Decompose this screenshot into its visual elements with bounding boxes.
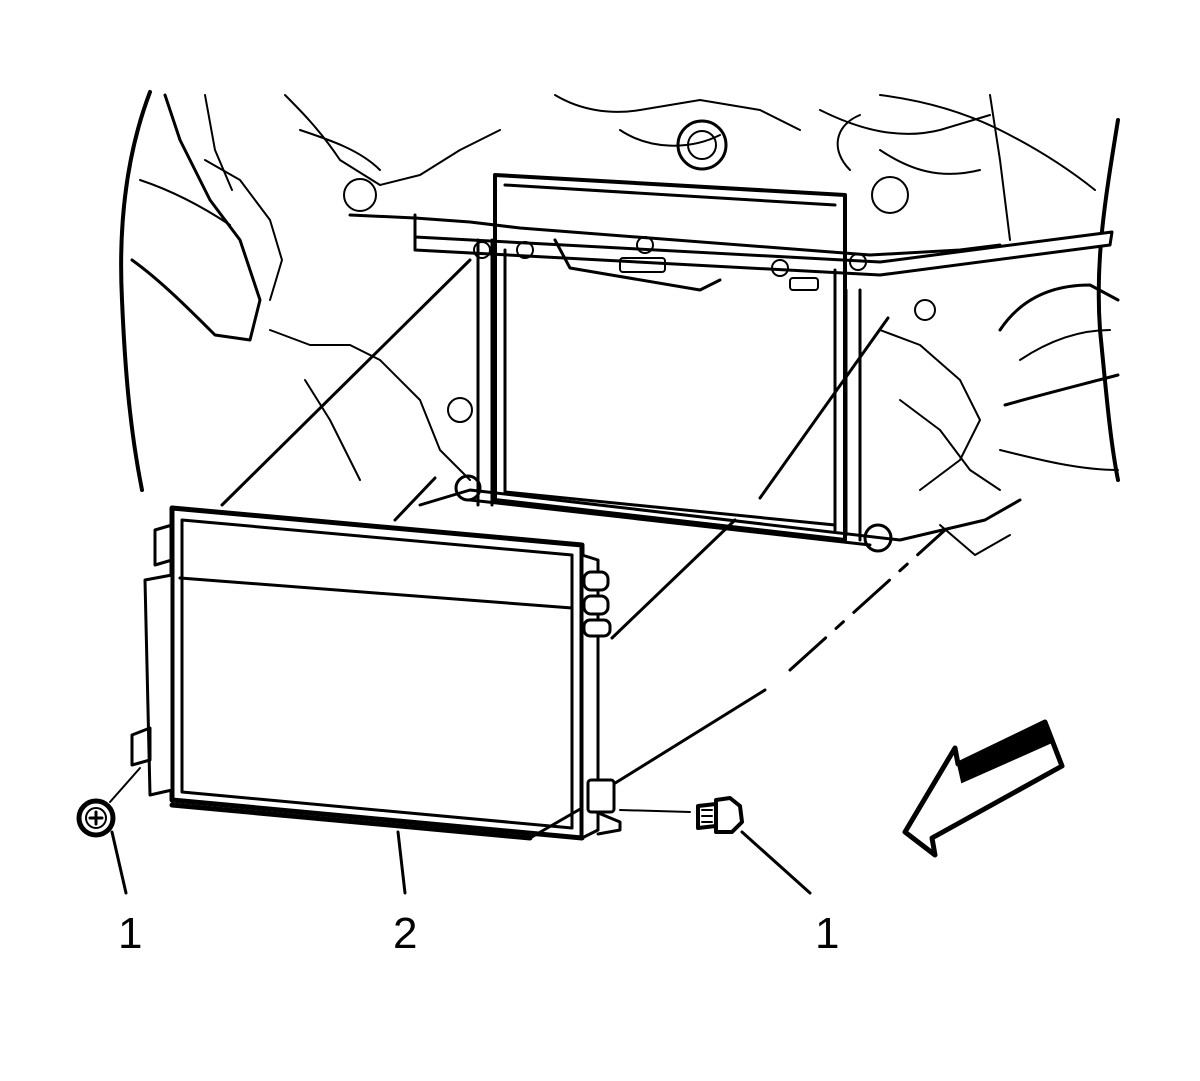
vehicle-front-structure xyxy=(119,90,1120,556)
bolt-head-icon xyxy=(76,767,141,838)
condenser xyxy=(130,505,622,841)
exploded-view-guide-lines xyxy=(220,258,947,792)
callout-1-right: 1 xyxy=(815,909,839,958)
callout-1-left: 1 xyxy=(118,909,142,958)
callout-2: 2 xyxy=(393,909,417,958)
bolt-icon xyxy=(619,796,744,834)
leader-lines xyxy=(110,830,812,895)
front-direction-arrow-icon xyxy=(902,719,1065,858)
